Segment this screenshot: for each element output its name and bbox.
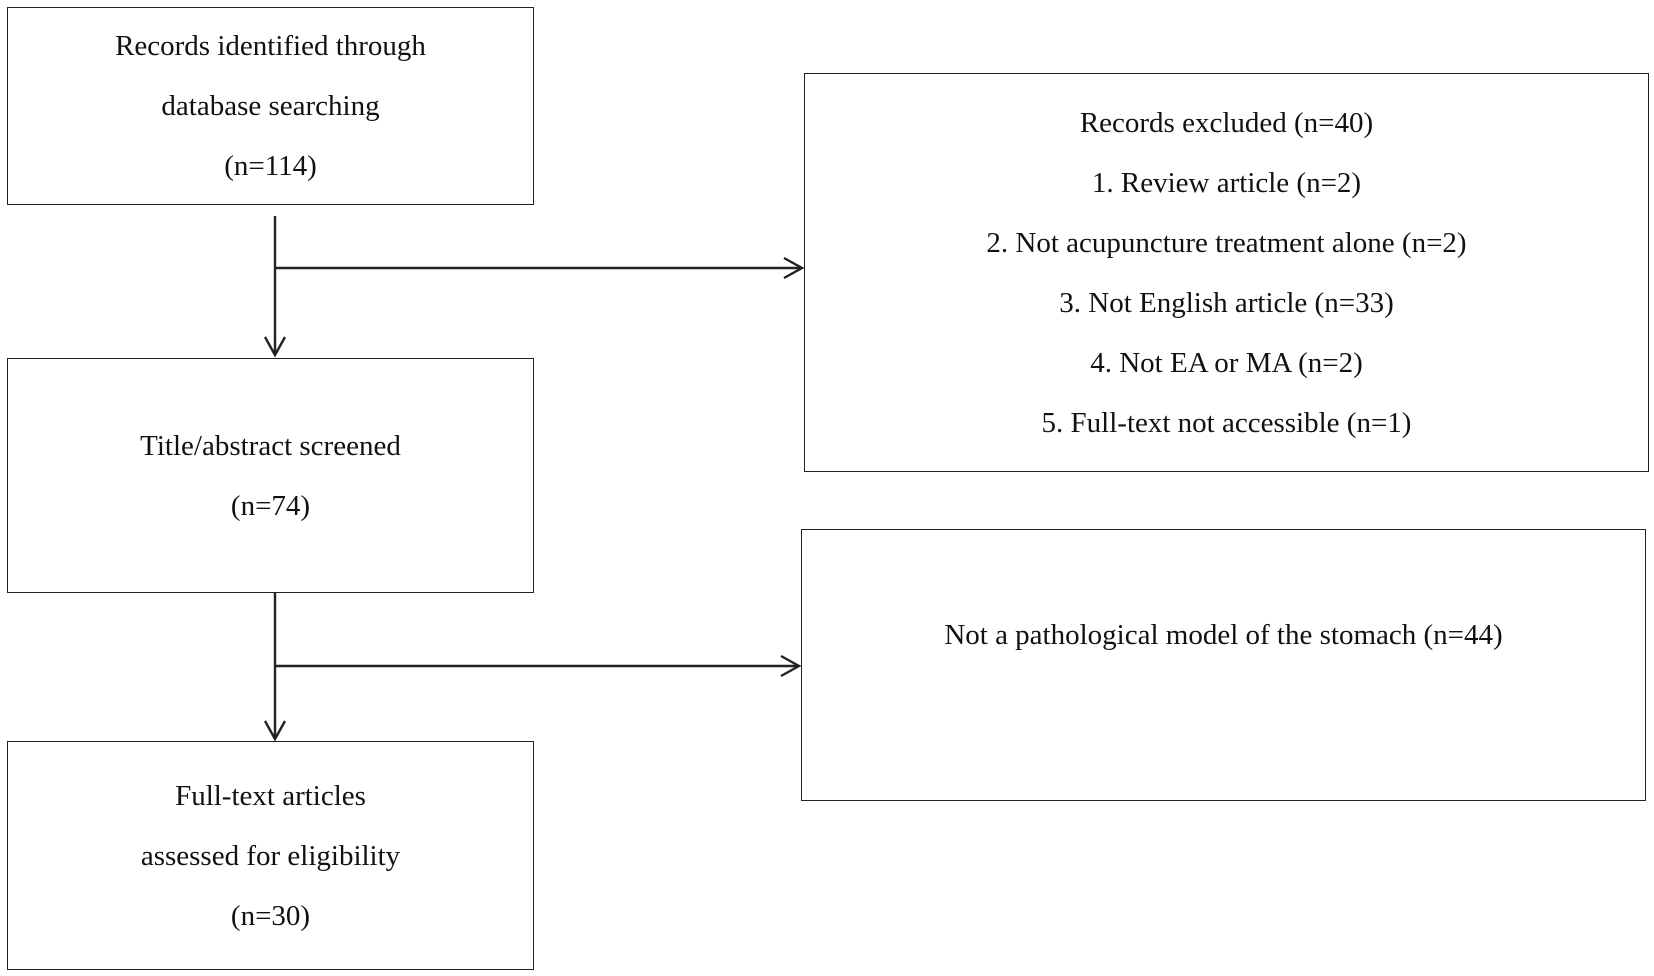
excluded-reason-5: 5. Full-text not accessible (n=1) (1041, 406, 1412, 439)
screened-line-1: Title/abstract screened (140, 429, 401, 462)
arrowhead-pathology (780, 654, 802, 678)
identified-count: (n=114) (224, 150, 317, 182)
full-text-assessed-box: Full-text articles assessed for eligibil… (7, 741, 534, 970)
arrowhead-screened (263, 336, 287, 358)
fulltext-count: (n=30) (230, 899, 311, 932)
records-excluded-box: Records excluded (n=40) 1. Review articl… (804, 73, 1649, 472)
fulltext-line-2: assessed for eligibility (140, 839, 401, 872)
identified-line-2: database searching (161, 90, 380, 122)
screened-count: (n=74) (230, 489, 311, 522)
pathology-exclusion-text: Not a pathological model of the stomach … (944, 619, 1503, 651)
fulltext-line-1: Full-text articles (175, 779, 366, 812)
not-pathological-model-box: Not a pathological model of the stomach … (801, 529, 1646, 801)
excluded-heading: Records excluded (n=40) (1079, 106, 1374, 139)
excluded-reason-2: 2. Not acupuncture treatment alone (n=2) (986, 226, 1467, 259)
records-identified-box: Records identified through database sear… (7, 7, 534, 205)
arrowhead-excluded (783, 256, 805, 280)
excluded-reason-4: 4. Not EA or MA (n=2) (1090, 346, 1363, 379)
arrowhead-fulltext (263, 720, 287, 742)
excluded-reason-3: 3. Not English article (n=33) (1059, 286, 1394, 319)
identified-line-1: Records identified through (115, 30, 426, 62)
excluded-reason-1: 1. Review article (n=2) (1091, 166, 1362, 199)
title-abstract-screened-box: Title/abstract screened (n=74) (7, 358, 534, 593)
